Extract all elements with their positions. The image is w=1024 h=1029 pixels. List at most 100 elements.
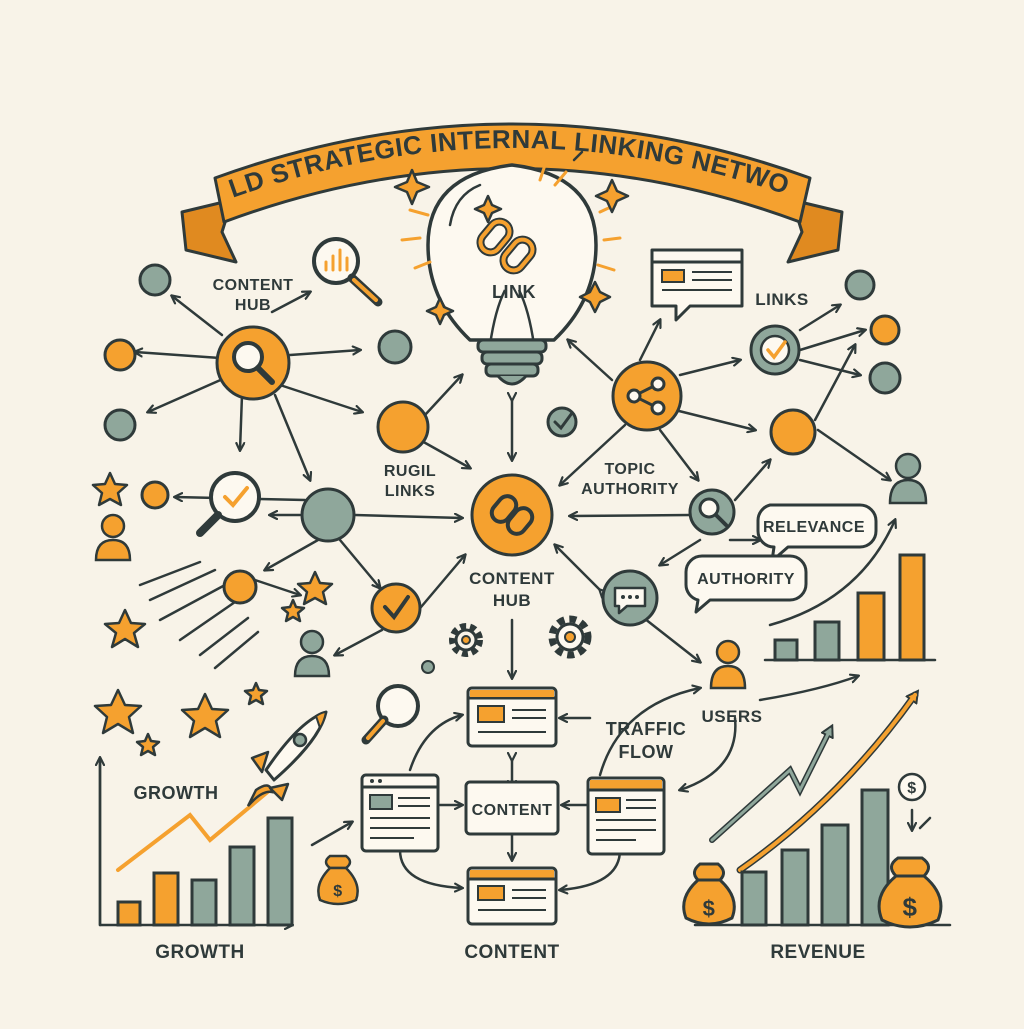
- sparkle-icon: [473, 194, 503, 224]
- node: [222, 569, 258, 605]
- node: [377, 329, 413, 365]
- node: [844, 269, 876, 301]
- checkmark-icon: [553, 411, 574, 431]
- sparkle-icon: [578, 280, 612, 314]
- stars: [91, 471, 334, 757]
- magnifier-hub-node: [215, 325, 291, 401]
- node: [868, 361, 902, 395]
- browser-window-icon: [586, 776, 666, 856]
- bottom-content-label: CONTENT: [464, 942, 559, 963]
- user-icon: [888, 452, 928, 505]
- rugil-sublabel: LINKS: [385, 483, 436, 500]
- magnifier-node: [688, 488, 736, 536]
- chart-magnifier-icon: [312, 237, 383, 307]
- traffic-bar-chart: [763, 553, 937, 662]
- user-icon: [709, 639, 747, 690]
- checkmark-icon: [383, 595, 410, 621]
- gear-icon: [449, 623, 483, 657]
- traffic-sublabel: FLOW: [619, 742, 674, 762]
- check-node: [370, 582, 422, 634]
- traffic-label: TRAFFIC: [606, 719, 686, 739]
- chain-link-icon: [476, 217, 537, 275]
- node: [103, 408, 137, 442]
- browser-window-top-right: [650, 248, 744, 322]
- growth-bar-chart: [100, 758, 292, 925]
- user-icon: [293, 629, 331, 678]
- browser-window-icon: [360, 773, 440, 853]
- revenue-bar-chart: [693, 788, 952, 927]
- money-bag-icon: $: [877, 856, 943, 929]
- svg-text:$: $: [903, 892, 918, 922]
- star-icon: [280, 598, 306, 623]
- rocket-icon: [246, 710, 328, 807]
- browser-window-icon: [466, 866, 558, 926]
- svg-text:$: $: [907, 780, 916, 797]
- authority-bubble: AUTHORITY: [684, 554, 808, 614]
- gear-icon: [548, 615, 592, 659]
- content-page-box: CONTENT: [464, 780, 560, 836]
- lightbulb-icon: [400, 150, 622, 386]
- topic-sublabel: AUTHORITY: [581, 481, 679, 498]
- speech-bubble-icon: [613, 586, 647, 615]
- chain-link-icon: [489, 494, 535, 536]
- star-icon: [180, 692, 230, 739]
- network-nodes: [103, 263, 902, 674]
- node: [376, 400, 430, 454]
- checkmark-icon: [766, 340, 787, 360]
- title-banner: BUILD STRATEGIC INTERNAL LINKING NETWORK…: [0, 0, 844, 264]
- diagram-labels: CONTENT HUB LINK LINKS RUGIL LINKS TOPIC…: [134, 277, 866, 963]
- magnifier-icon: [232, 341, 264, 373]
- node: [869, 314, 901, 346]
- node: [140, 480, 170, 510]
- star-icon: [296, 570, 334, 606]
- star-icon: [103, 608, 147, 649]
- bulb-label: LINK: [492, 282, 536, 302]
- speed-lines: [138, 560, 260, 670]
- dollar-coin-icon: $: [897, 772, 932, 830]
- content-hub-center-sublabel: HUB: [493, 591, 531, 610]
- star-icon: [135, 732, 161, 757]
- browser-window-icon: [466, 686, 558, 748]
- sparkle-icon: [425, 296, 455, 326]
- center-link-hub: [470, 473, 554, 557]
- magnifier-icon: [361, 684, 420, 745]
- bottom-revenue-label: REVENUE: [770, 942, 865, 963]
- small-check-node: [546, 406, 578, 438]
- chat-node: [601, 569, 659, 627]
- content-hub-top-label: CONTENT: [213, 277, 294, 294]
- money-bag-icon: $: [317, 854, 359, 906]
- node: [138, 263, 172, 297]
- check-node: [749, 324, 801, 376]
- share-icon: [626, 376, 666, 416]
- links-label: LINKS: [755, 290, 809, 309]
- user-icon: [94, 513, 132, 562]
- bottom-growth-label: GROWTH: [155, 942, 245, 963]
- star-icon: [91, 471, 129, 507]
- sparkle-icon: [393, 168, 431, 206]
- growth-chart-label: GROWTH: [134, 783, 219, 803]
- content-hub-center-label: CONTENT: [469, 569, 555, 588]
- checkmark-icon: [223, 486, 249, 508]
- star-icon: [243, 681, 269, 706]
- relevance-label: RELEVANCE: [763, 519, 865, 536]
- svg-text:$: $: [703, 896, 716, 921]
- check-magnifier-node: [196, 471, 261, 537]
- content-page-label: CONTENT: [472, 802, 553, 819]
- share-node: [611, 360, 683, 432]
- trend-arrows: [116, 520, 915, 874]
- relevance-bubble: RELEVANCE: [756, 503, 878, 563]
- magnifier-icon: [698, 497, 720, 519]
- node: [103, 338, 137, 372]
- rugil-label: RUGIL: [384, 463, 436, 480]
- users-label: USERS: [701, 707, 762, 726]
- topic-label: TOPIC: [604, 461, 655, 478]
- node: [300, 487, 356, 543]
- sparkle-icon: [594, 178, 630, 214]
- authority-label: AUTHORITY: [697, 571, 795, 588]
- star-icon: [93, 688, 143, 735]
- sparkles: [393, 168, 630, 326]
- svg-text:$: $: [333, 883, 342, 900]
- node: [769, 408, 817, 456]
